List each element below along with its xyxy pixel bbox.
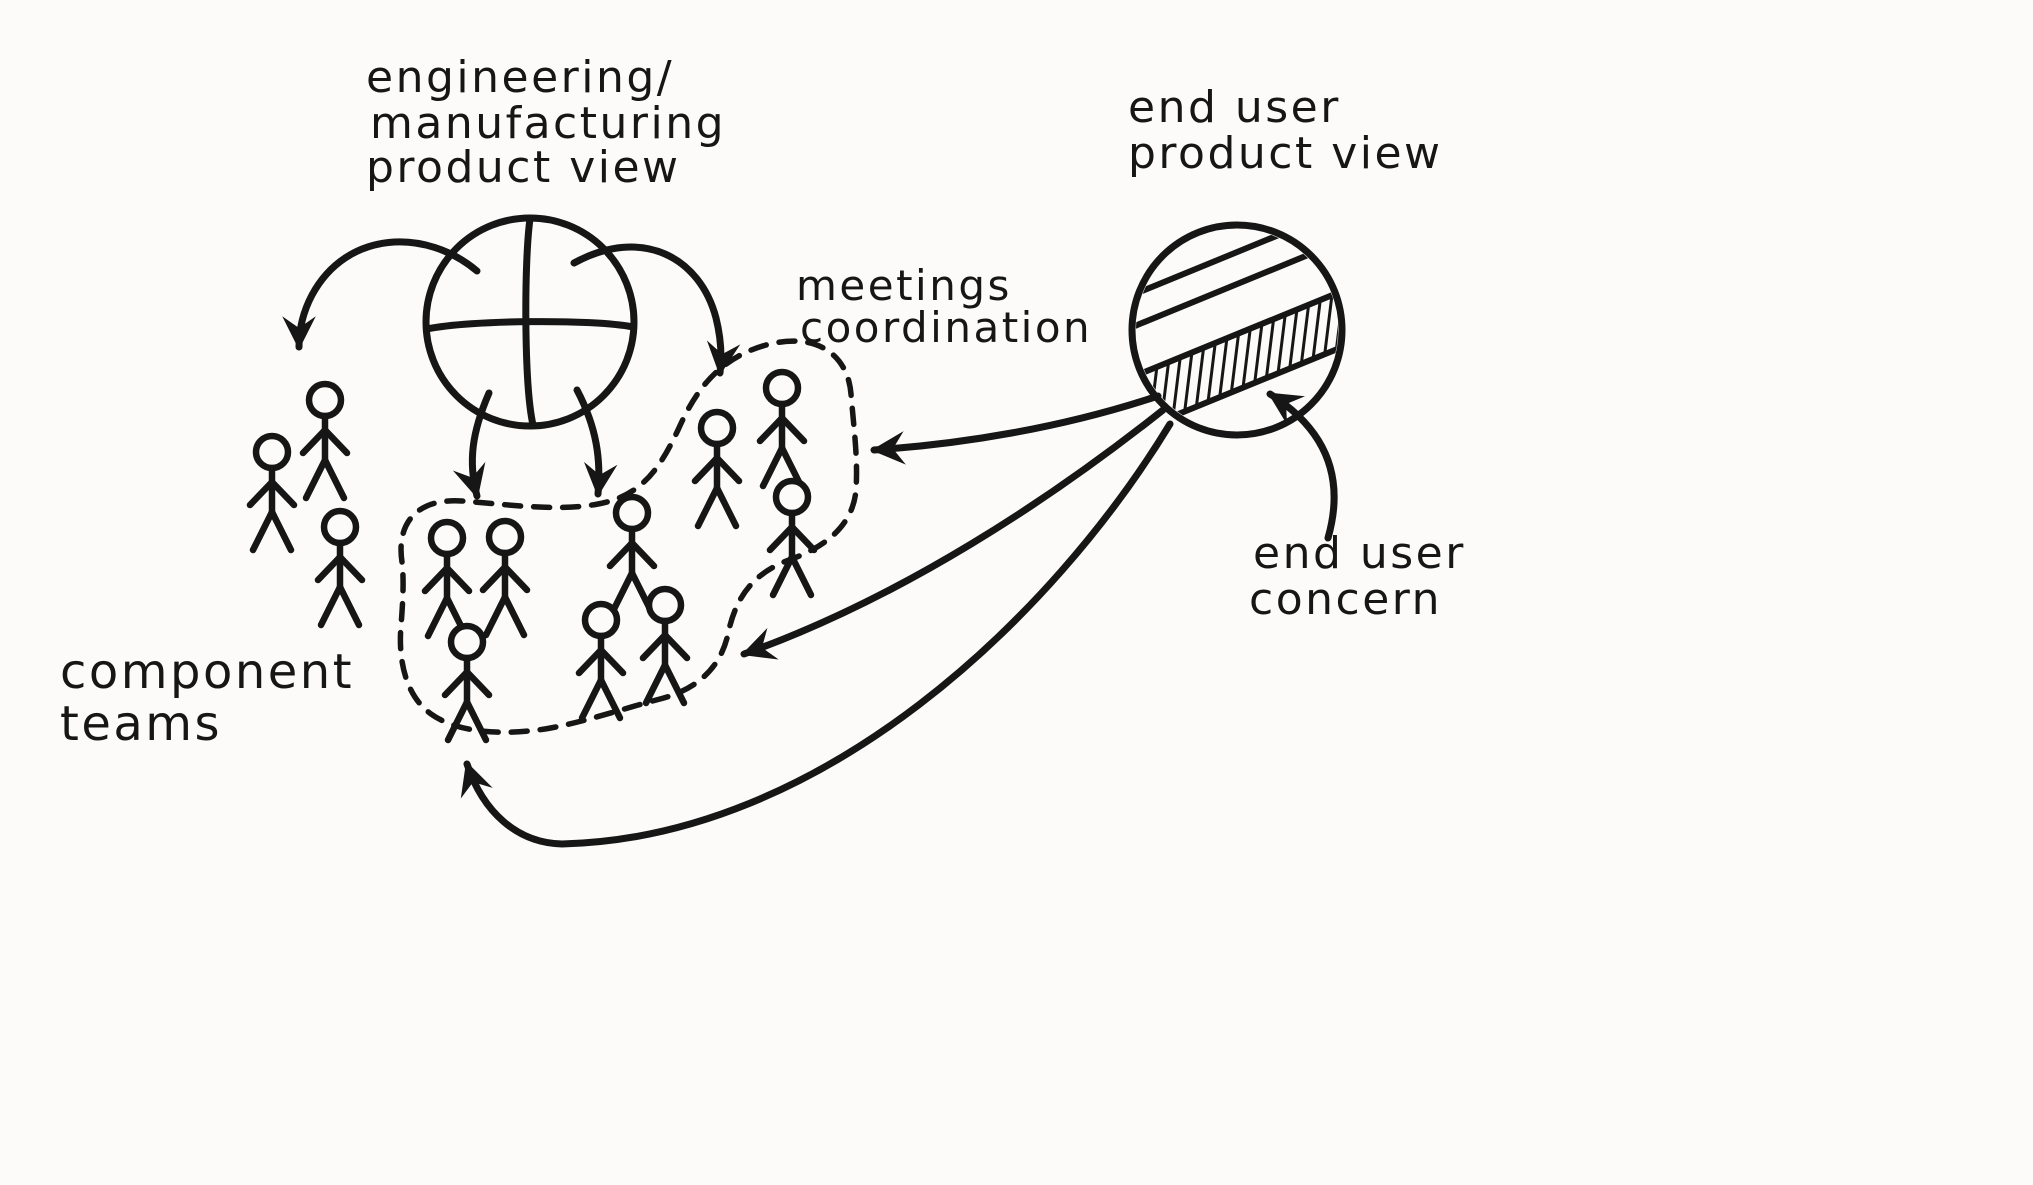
stick-figure	[579, 604, 623, 718]
stick-figure	[250, 436, 294, 550]
end-user-view-line2: product view	[1128, 128, 1443, 179]
stick-figure	[610, 497, 654, 611]
meetings-coordination-label: meetings coordination	[796, 261, 1092, 352]
end-user-concern-line2: concern	[1249, 574, 1442, 625]
arrow-engineering-to-left-team	[282, 238, 481, 351]
component-teams-line2: teams	[60, 696, 222, 752]
arrow-engineering-to-right-team	[570, 243, 741, 377]
component-team-inner-middle-group	[579, 497, 687, 718]
stick-figure	[760, 372, 804, 486]
arrow-end-user-to-blob-upper	[870, 392, 1162, 465]
stripe-line	[1136, 229, 1338, 303]
end-user-product-circle	[1128, 221, 1346, 439]
engineering-label-line1: engineering/	[366, 52, 674, 103]
stick-figure	[483, 521, 527, 635]
end-user-circle-outline	[1128, 221, 1346, 439]
engineering-product-circle	[422, 214, 638, 430]
stick-figure	[643, 589, 687, 703]
stick-figure	[695, 412, 739, 526]
component-team-inner-right-group	[695, 372, 814, 595]
meetings-label-line1: meetings	[796, 261, 1012, 310]
engineering-label-line3: product view	[366, 142, 681, 193]
arrow-end-user-to-blob-bottom	[460, 420, 1174, 848]
component-teams-label: component teams	[60, 644, 354, 752]
arrow-concern-label-to-band	[1266, 390, 1338, 542]
stick-figure	[303, 384, 347, 498]
stick-figure	[425, 522, 469, 636]
end-user-concern-line1: end user	[1253, 528, 1466, 579]
stick-figure	[770, 481, 814, 595]
stick-figure	[445, 626, 489, 740]
component-team-inner-left-group	[425, 521, 527, 740]
end-user-concern-label: end user concern	[1249, 528, 1466, 625]
end-user-product-view-label: end user product view	[1128, 82, 1443, 179]
arrow-engineering-to-inner-left-team	[452, 389, 493, 500]
arrow-end-user-to-blob-middle	[740, 406, 1167, 660]
engineering-label-line2: manufacturing	[370, 98, 726, 149]
end-user-view-line1: end user	[1128, 82, 1341, 133]
stick-figure	[318, 511, 362, 625]
end-user-concern-hatched-band	[1136, 287, 1338, 431]
meetings-label-line2: coordination	[800, 303, 1092, 352]
arrow-engineering-to-inner-middle-team	[573, 386, 618, 498]
component-team-left-group	[250, 384, 362, 625]
stripe-line	[1136, 284, 1338, 385]
engineering-circle-horizontal-divider	[423, 318, 637, 333]
component-teams-line1: component	[60, 644, 354, 700]
meetings-coordination-boundary	[397, 338, 860, 735]
engineering-product-view-label: engineering/ manufacturing product view	[366, 52, 726, 193]
